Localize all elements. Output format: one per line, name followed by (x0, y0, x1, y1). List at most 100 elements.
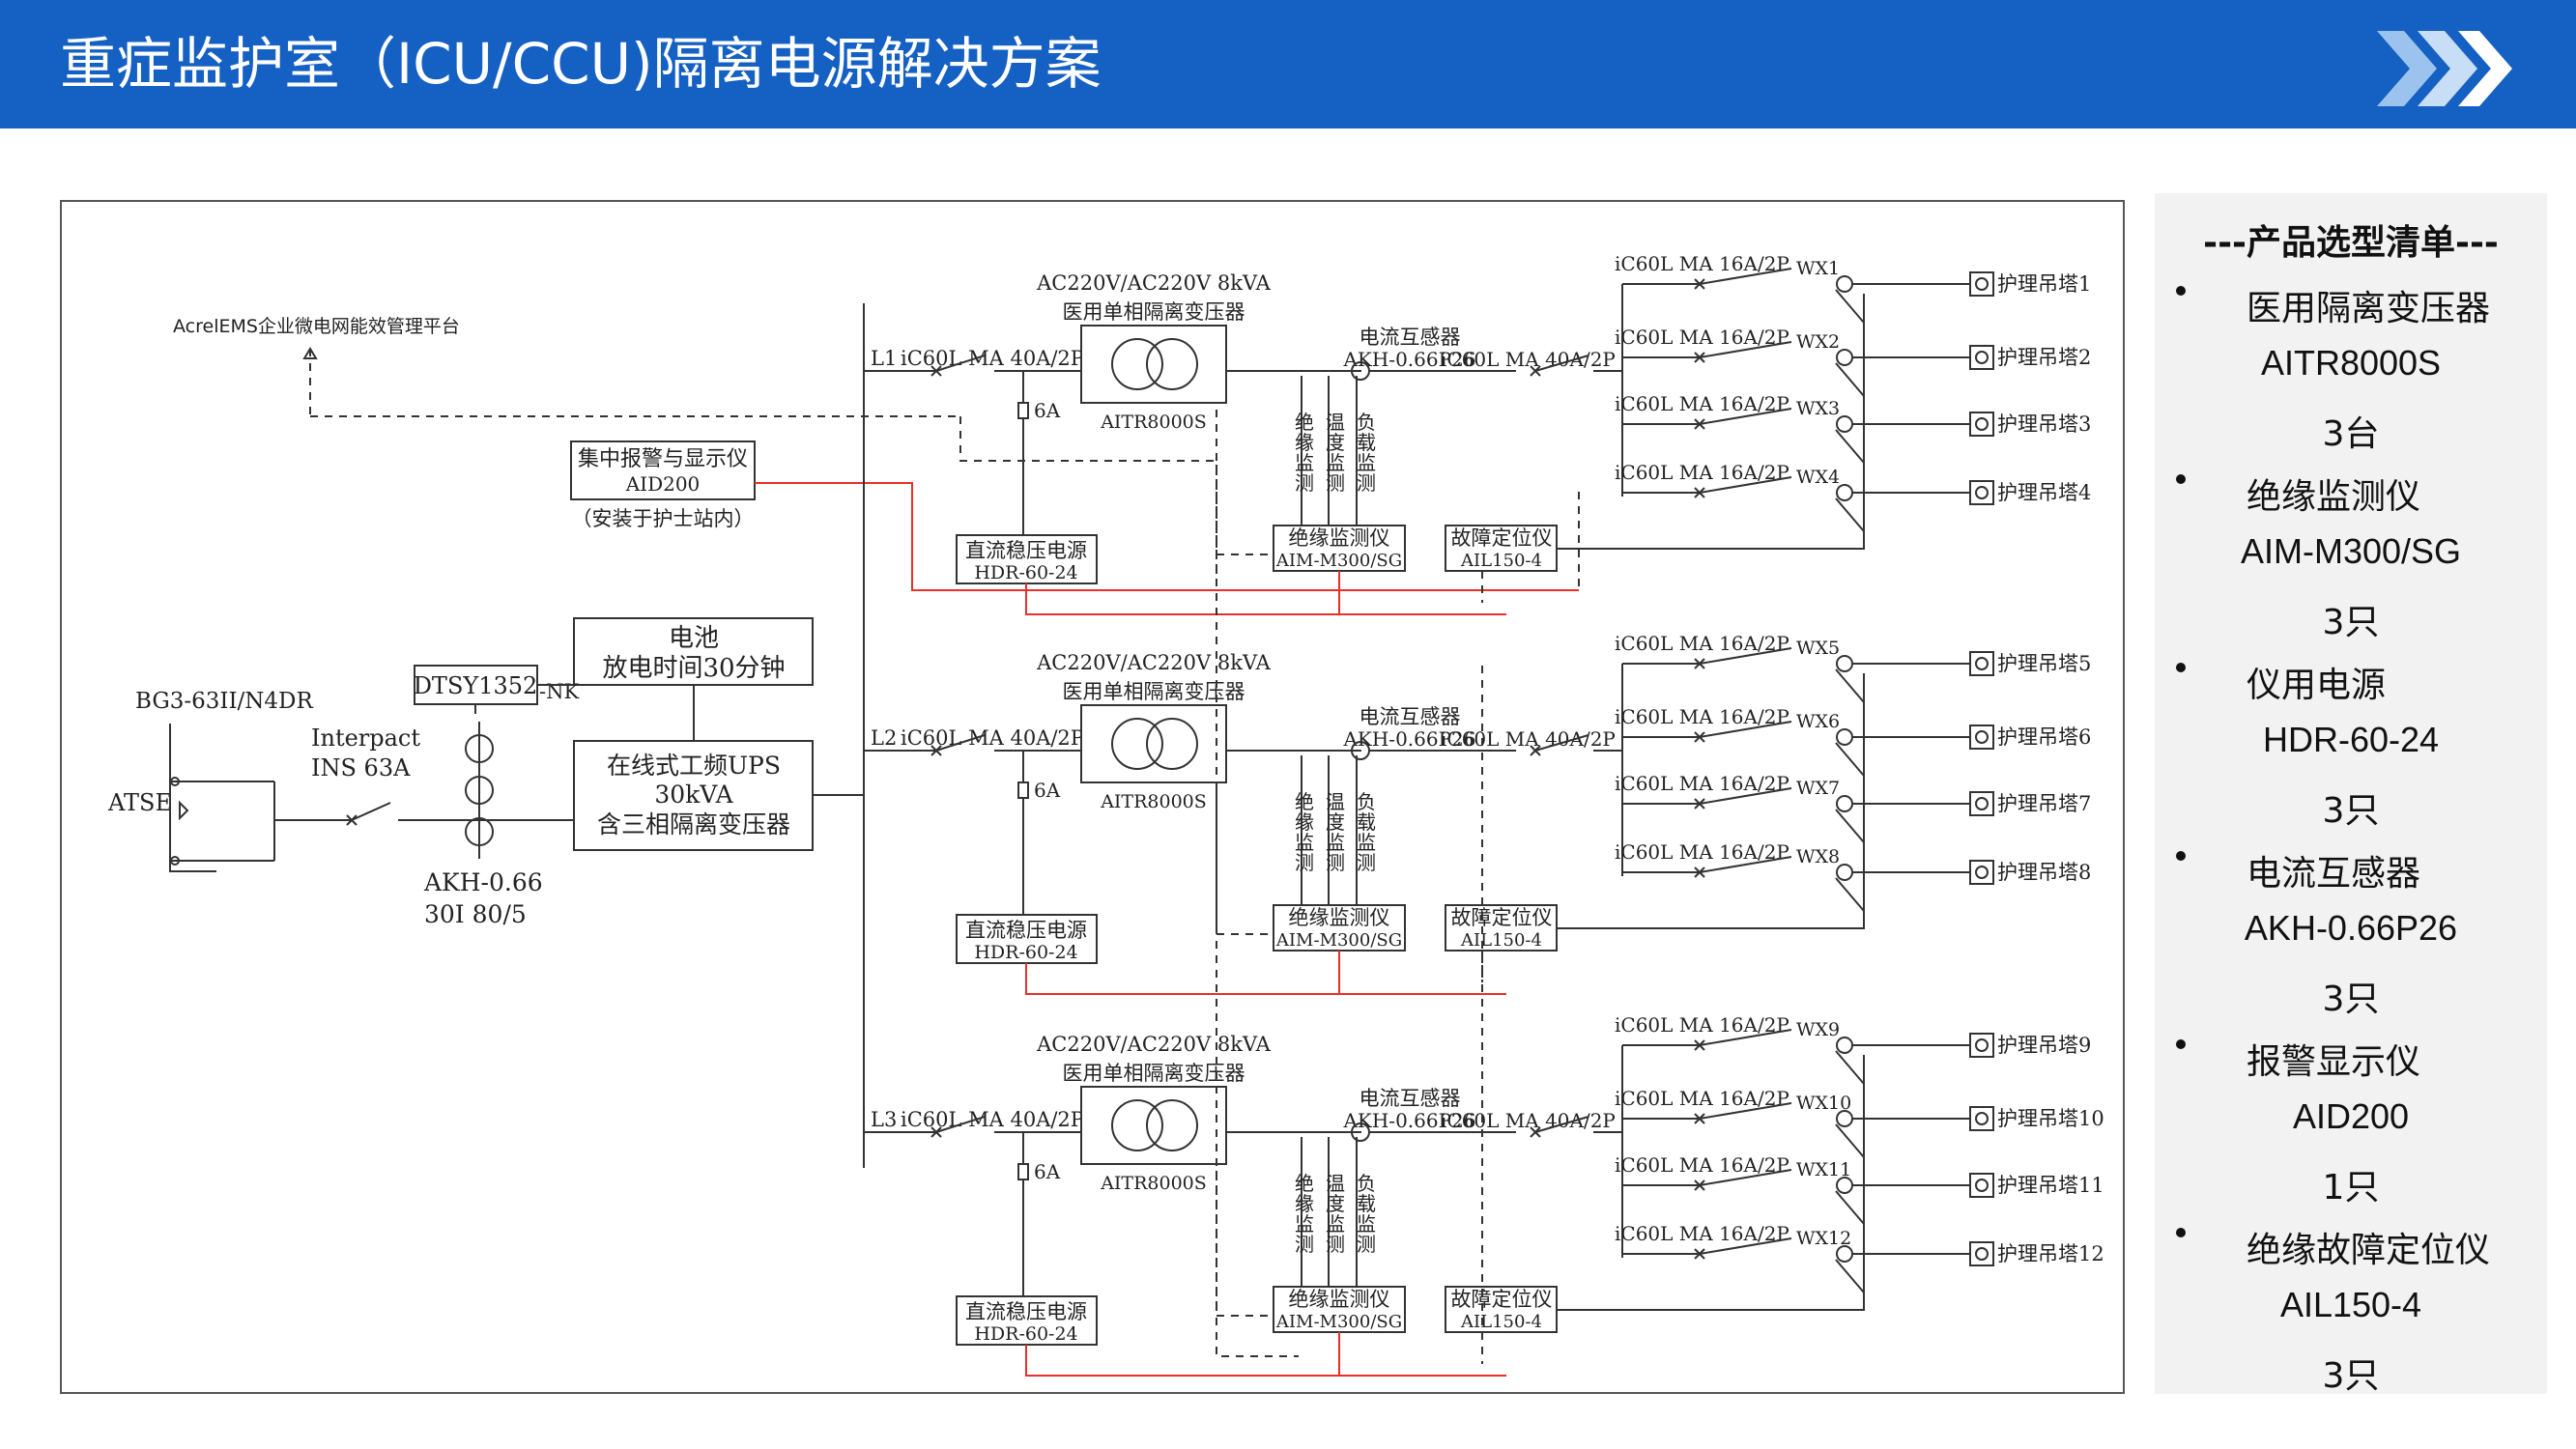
outlet-wx-label: WX12 (1796, 1228, 1851, 1249)
atse-arrow-icon (179, 800, 189, 821)
input-breaker-label: iC60L MA 40A/2P (901, 726, 1084, 750)
monitor-label: 绝 (1295, 411, 1314, 434)
monitor-label: 监 (1357, 451, 1376, 474)
output-breaker-label: iC60L MA 40A/2P (1441, 1109, 1616, 1132)
main-ct-ratio: 30I 80/5 (424, 900, 527, 928)
switch-blade (1699, 1237, 1792, 1255)
monitor-label: 温 (1326, 1172, 1345, 1195)
transformer-name: 医用单相隔离变压器 (1063, 300, 1245, 324)
outlet-wx-label: WX1 (1796, 258, 1840, 279)
product-model: AITR8000S (2260, 343, 2442, 383)
product-model: HDR-60-24 (2262, 720, 2440, 759)
transformer-coil-icon (1146, 338, 1198, 390)
insulation-monitor-box (1273, 525, 1406, 572)
monitor-label: 负 (1357, 790, 1376, 813)
bullet-icon (2176, 286, 2186, 296)
fault-locator-model: AIL150-4 (1460, 551, 1542, 571)
switch-blade (1534, 1116, 1589, 1133)
fuse-icon (1017, 781, 1029, 799)
meter-suffix: -NK (539, 680, 579, 703)
comm-bus (1216, 1171, 1274, 1317)
monitor-label: 监 (1295, 451, 1314, 474)
alarm-link (1025, 1345, 1506, 1377)
monitor-label: 测 (1357, 1233, 1376, 1256)
switch-blade (351, 802, 391, 821)
outlet-tap (1835, 1050, 1865, 1085)
battery-detail: 放电时间30分钟 (602, 654, 785, 683)
outlet-wx-label: WX6 (1796, 711, 1840, 732)
monitor-label: 测 (1357, 851, 1376, 874)
monitor-label: 载 (1357, 1192, 1376, 1215)
socket-icon (1969, 345, 1994, 370)
switch-blade (1534, 355, 1589, 372)
monitor-label: 缘 (1295, 431, 1314, 454)
socket-icon (1969, 480, 1994, 505)
ups-rating: 30kVA (654, 781, 733, 809)
outlet-name: 护理吊塔4 (1997, 481, 2091, 504)
alarm-link (1025, 583, 1506, 615)
product-qty: 3只 (2322, 1356, 2380, 1396)
outlet-name: 护理吊塔8 (1997, 861, 2091, 884)
insulation-monitor-model: AIM-M300/SG (1275, 930, 1402, 951)
switch-blade (1699, 1029, 1792, 1046)
outlet-tap (1835, 1190, 1865, 1225)
switch-blade (1699, 787, 1792, 805)
outlet-breaker-label: iC60L MA 16A/2P (1615, 632, 1789, 655)
branch-line-label: L2 (871, 726, 897, 750)
branch-line-label: L1 (871, 347, 897, 370)
platform-label: AcrelEMS企业微电网能效管理平台 (173, 316, 460, 337)
transformer-model: AITR8000S (1100, 412, 1207, 433)
output-breaker-label: iC60L MA 40A/2P (1441, 727, 1616, 751)
socket-icon (1969, 271, 1994, 297)
insulation-monitor-name: 绝缘监测仪 (1289, 1288, 1390, 1311)
atse-label: ATSE (107, 789, 172, 816)
transformer-coil-icon (1146, 718, 1198, 770)
monitor-label: 测 (1326, 1233, 1345, 1256)
product-name: 绝缘故障定位仪 (2247, 1231, 2491, 1270)
comm-trunk (1216, 492, 1299, 1357)
outlet-breaker-label: iC60L MA 16A/2P (1615, 392, 1789, 415)
arrow-up-icon (302, 347, 318, 359)
battery-box (573, 617, 814, 686)
monitor-label: 度 (1326, 431, 1345, 454)
outlet-wx-label: WX2 (1796, 331, 1840, 353)
socket-icon (1975, 730, 1989, 744)
psu-box (956, 534, 1098, 584)
socket-icon (1969, 724, 1994, 750)
main-switch-name: Interpact (311, 724, 420, 752)
bullet-icon (2176, 663, 2186, 672)
outlet-name: 护理吊塔1 (1997, 272, 2091, 296)
input-breaker-label: iC60L MA 40A/2P (901, 347, 1084, 370)
socket-icon (1975, 417, 1989, 431)
bullet-icon (2176, 1039, 2186, 1049)
insulation-monitor-model: AIM-M300/SG (1275, 551, 1402, 571)
fault-locator-model: AIL150-4 (1460, 1312, 1542, 1332)
socket-icon (1975, 1179, 1989, 1192)
insulation-monitor-model: AIM-M300/SG (1275, 1312, 1402, 1332)
transformer-model: AITR8000S (1100, 1173, 1207, 1194)
alarm-display-model: AID200 (625, 472, 701, 496)
outlet-ct-icon (1836, 728, 1853, 746)
transformer-spec: AC220V/AC220V 8kVA (1036, 271, 1272, 295)
transformer-spec: AC220V/AC220V 8kVA (1036, 651, 1272, 674)
page-title: 重症监护室（ICU/CCU)隔离电源解决方案 (60, 31, 1102, 97)
outlet-breaker-label: iC60L MA 16A/2P (1615, 1153, 1789, 1177)
socket-icon (1969, 412, 1994, 437)
socket-icon (1975, 486, 1989, 499)
outlet-breaker-label: iC60L MA 16A/2P (1615, 705, 1789, 728)
outlet-wx-label: WX9 (1796, 1019, 1840, 1040)
ups-detail: 含三相隔离变压器 (597, 810, 790, 838)
transformer-name: 医用单相隔离变压器 (1063, 1062, 1245, 1085)
output-breaker-label: iC60L MA 40A/2P (1441, 348, 1616, 371)
monitor-label: 度 (1326, 810, 1345, 834)
bullet-icon (2176, 474, 2186, 484)
alarm-display-note: （安装于护士站内） (572, 507, 755, 530)
psu-name: 直流稳压电源 (965, 1300, 1087, 1323)
monitor-label: 载 (1357, 810, 1376, 834)
fuse-icon (1017, 1163, 1029, 1180)
